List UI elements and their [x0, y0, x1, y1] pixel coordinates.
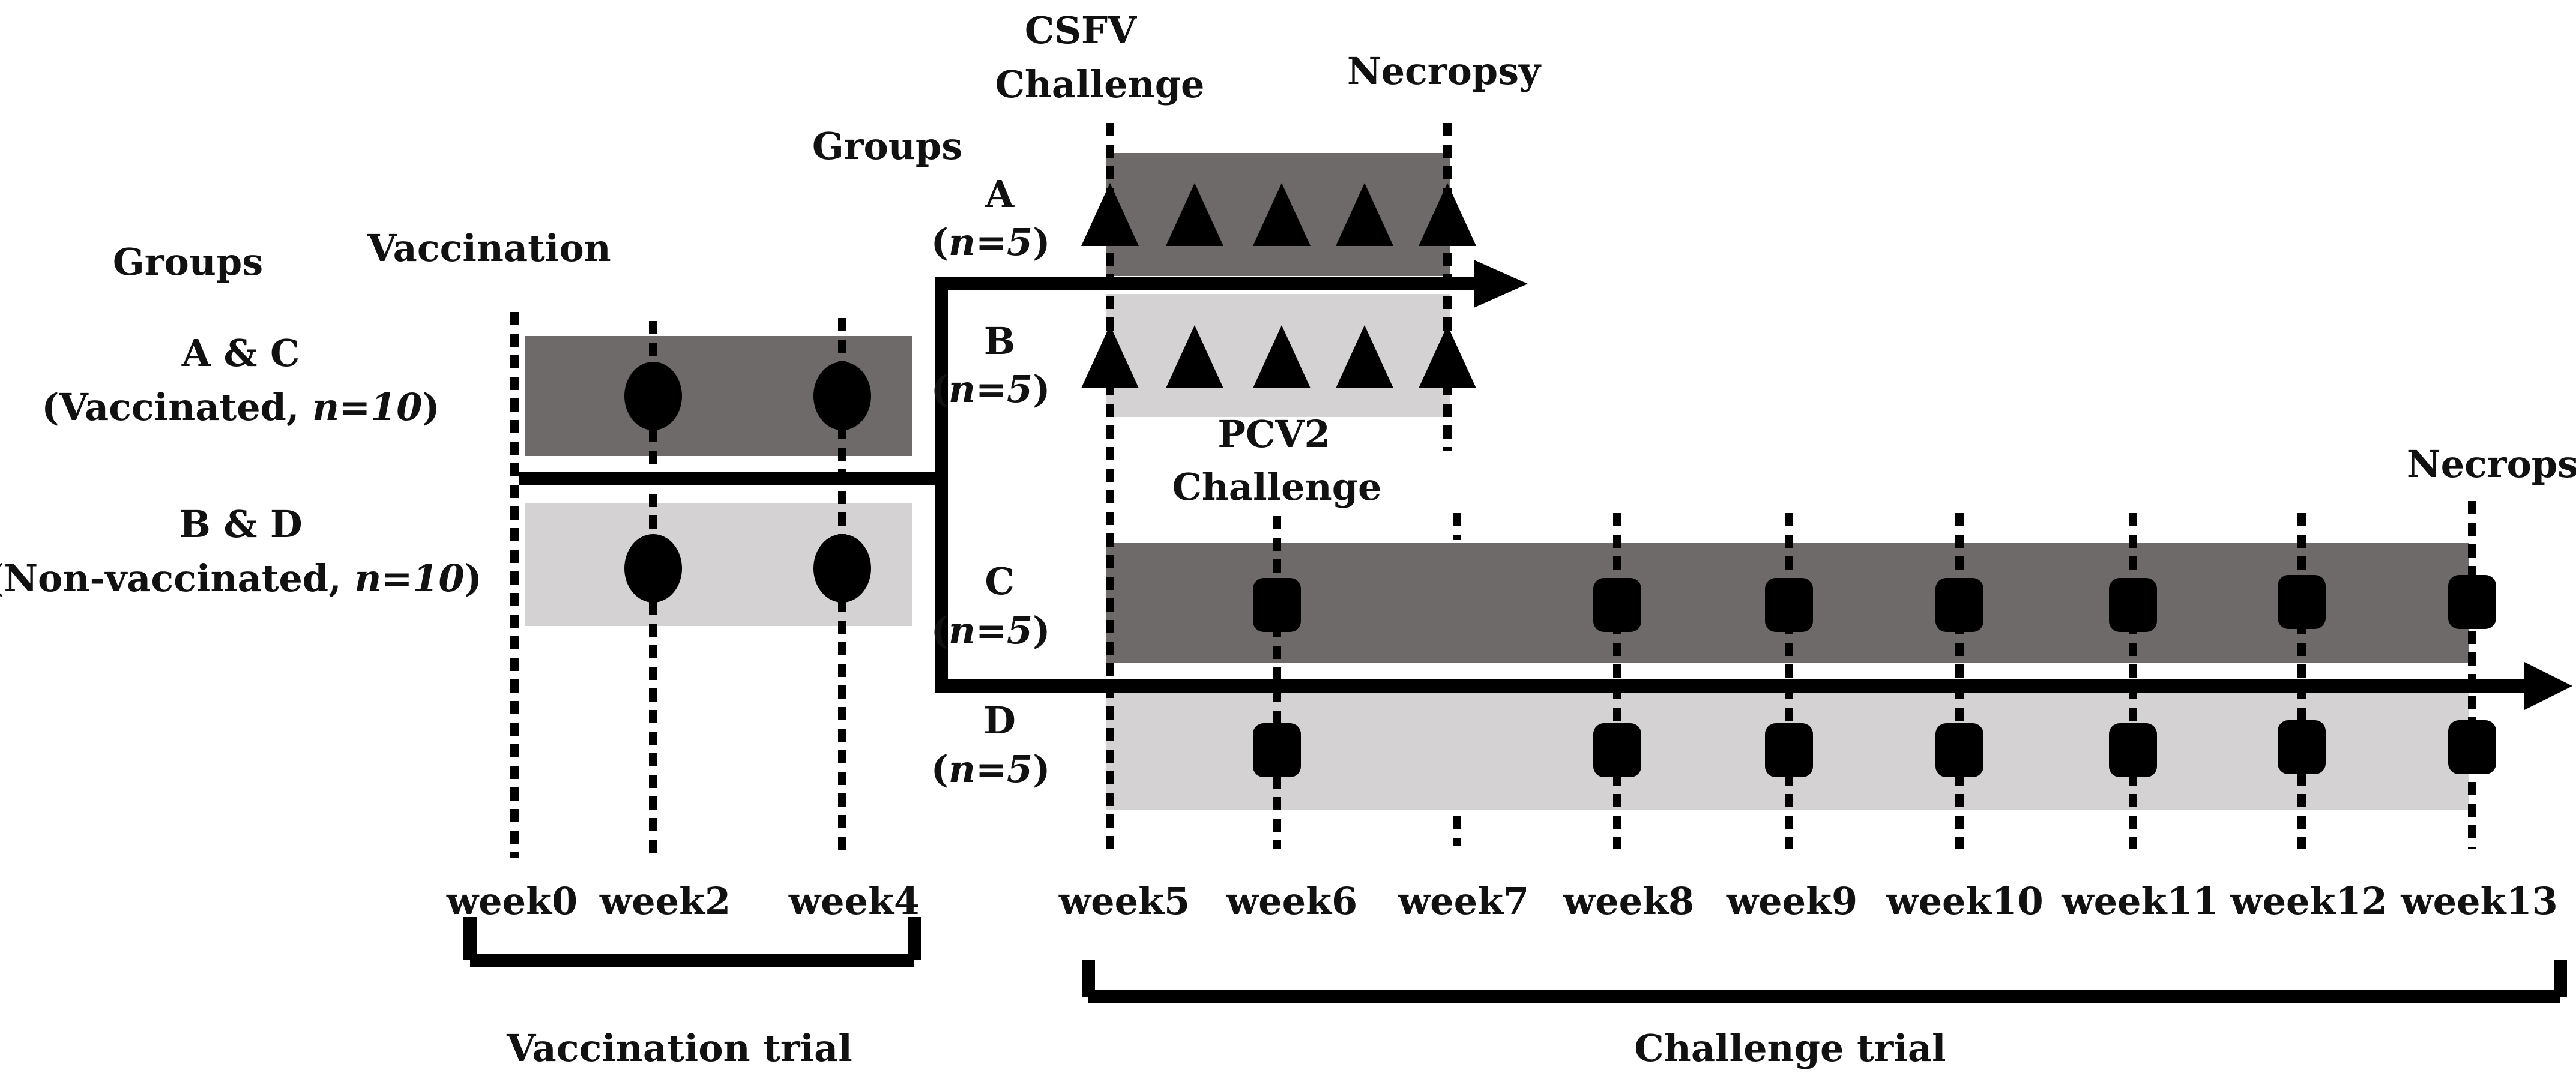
square-d-week13: [2448, 720, 2496, 774]
square-d-week6: [1253, 723, 1301, 777]
triangle-b-2: [1166, 325, 1223, 388]
group-ac-detail-close: ): [422, 385, 439, 429]
square-c-week13: [2448, 575, 2496, 629]
square-c-week8: [1593, 578, 1641, 632]
week-label-week0: week0: [446, 879, 578, 923]
week-label-week8: week8: [1563, 879, 1694, 923]
square-c-week9: [1765, 578, 1813, 632]
group-ac-n: n=10: [312, 385, 422, 429]
week-label-week6: week6: [1226, 879, 1357, 923]
group-ac-name: A & C: [181, 331, 300, 375]
week-label-week4: week4: [788, 879, 920, 923]
triangle-b-1: [1081, 325, 1139, 388]
triangle-a-3: [1253, 183, 1311, 246]
group-a-n-close: ): [1033, 220, 1050, 264]
group-a-n-open: (: [931, 220, 949, 264]
week-label-week9: week9: [1726, 879, 1857, 923]
triangle-a-4: [1336, 183, 1393, 246]
square-c-week10: [1935, 578, 1983, 632]
square-c-week6: [1253, 578, 1301, 632]
csfv-label-line2: Challenge: [995, 62, 1204, 106]
group-ac-detail: (Vaccinated, n=10): [41, 385, 440, 429]
square-c-week12: [2278, 575, 2326, 629]
group-c-n-value: n=5: [949, 609, 1033, 652]
dose-ac-week4: [813, 362, 871, 430]
square-d-week9: [1765, 723, 1813, 777]
group-c-n-close: ): [1033, 609, 1050, 652]
group-a-name: A: [985, 172, 1015, 216]
triangle-a-5: [1419, 183, 1476, 246]
group-d-n: (n=5): [931, 747, 1051, 791]
pcv2-label-line1: PCV2: [1217, 412, 1330, 456]
necropsy-label-c: Necropsy: [2407, 442, 2576, 486]
challenge-trial-label: Challenge trial: [1634, 1026, 1946, 1070]
group-d-name: D: [983, 699, 1016, 742]
week-dotted-lines: [510, 123, 2476, 858]
vaccination-header: Vaccination: [367, 226, 611, 270]
week-labels: week0 week2 week4 week5 week6 week7 week…: [446, 879, 2558, 923]
csfv-sampling-markers: [1081, 183, 1476, 388]
challenge-groups-header: Groups: [812, 124, 962, 168]
arrowhead-group-ab: [1474, 260, 1528, 308]
timeline-arrows: [463, 277, 2567, 1003]
vaccination-groups-header: Groups: [113, 240, 263, 284]
square-d-week11: [2109, 723, 2157, 777]
group-bd-detail-close: ): [465, 556, 482, 600]
dose-bd-week4: [813, 534, 871, 603]
group-bd-detail: (Non-vaccinated, n=10): [0, 556, 482, 600]
group-bd-n: n=10: [354, 556, 464, 600]
group-ac-detail-open: (Vaccinated,: [41, 385, 312, 429]
week-label-week12: week12: [2230, 879, 2387, 923]
triangle-a-2: [1166, 183, 1223, 246]
group-b-n-open: (: [931, 367, 949, 411]
group-c-name: C: [985, 559, 1014, 603]
group-b-n-close: ): [1033, 367, 1050, 411]
group-b-n-value: n=5: [949, 367, 1033, 411]
group-bd-name: B & D: [179, 502, 302, 546]
week-label-week11: week11: [2061, 879, 2219, 923]
arrowhead-group-cd: [2524, 662, 2572, 710]
dose-bd-week2: [624, 534, 682, 603]
branch-to-group-cd: [935, 478, 2530, 693]
square-d-week10: [1935, 723, 1983, 777]
group-d-n-value: n=5: [949, 747, 1033, 791]
week-label-week2: week2: [599, 879, 731, 923]
week-label-week10: week10: [1886, 879, 2044, 923]
week-label-week13: week13: [2400, 879, 2558, 923]
week-label-week5: week5: [1058, 879, 1190, 923]
group-c-n: (n=5): [931, 609, 1051, 652]
branch-to-group-ab: [935, 277, 1480, 478]
pcv2-label-line2: Challenge: [1172, 465, 1381, 509]
week-label-week7: week7: [1398, 879, 1529, 923]
group-a-n-value: n=5: [949, 220, 1033, 264]
vaccination-dose-markers: [624, 362, 871, 603]
csfv-label-line1: CSFV: [1025, 8, 1137, 52]
group-c-n-open: (: [931, 609, 949, 652]
necropsy-label-a: Necropsy: [1347, 49, 1542, 93]
pcv2-sampling-markers: [1253, 575, 2496, 777]
square-d-week8: [1593, 723, 1641, 777]
vaccination-trial-label: Vaccination trial: [506, 1026, 852, 1070]
group-bd-detail-open: (Non-vaccinated,: [0, 556, 354, 600]
triangle-b-5: [1419, 325, 1476, 388]
triangle-b-3: [1253, 325, 1311, 388]
group-b-n: (n=5): [931, 367, 1051, 411]
group-d-n-open: (: [931, 747, 949, 791]
triangle-a-1: [1081, 183, 1139, 246]
triangle-b-4: [1336, 325, 1393, 388]
group-d-n-close: ): [1033, 747, 1050, 791]
dose-ac-week2: [624, 362, 682, 430]
group-b-name: B: [984, 319, 1015, 363]
group-a-n: (n=5): [931, 220, 1051, 264]
square-d-week12: [2278, 720, 2326, 774]
square-c-week11: [2109, 578, 2157, 632]
